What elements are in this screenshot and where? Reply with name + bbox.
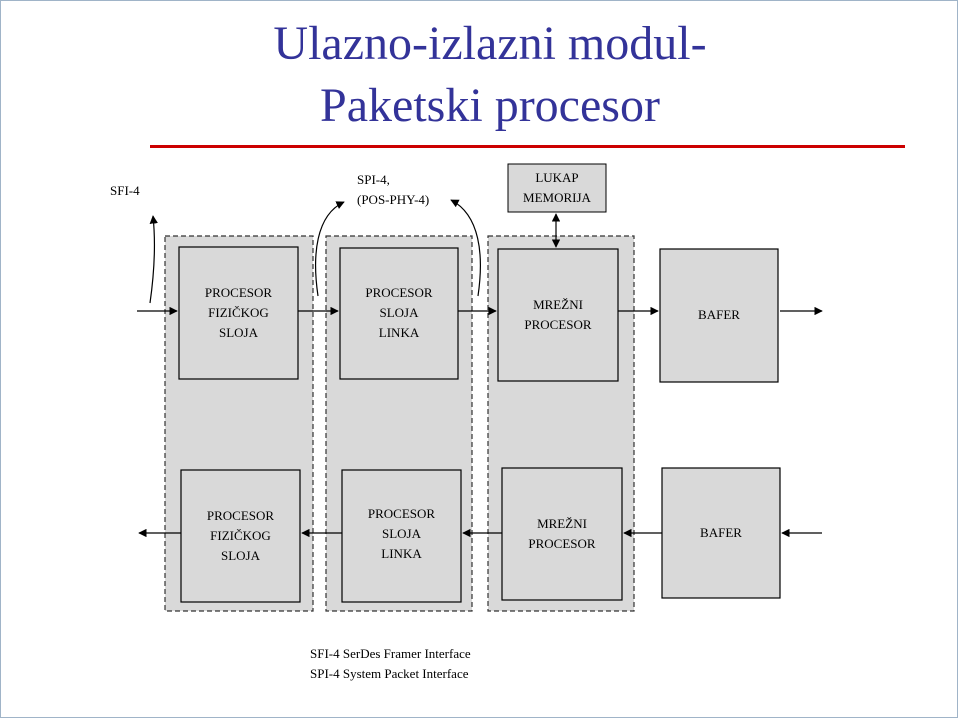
spi-interface-curve-left [315, 201, 345, 297]
top-link-processor-block [339, 247, 459, 380]
sfi-interface-label: SFI-4 [110, 183, 140, 198]
top-buffer-block [659, 248, 779, 383]
top-physical-processor-block [178, 246, 299, 380]
legend-sfi: SFI-4 SerDes Framer Interface [310, 646, 471, 661]
slide-title-line2: Paketski procesor [320, 79, 660, 132]
lookup-memory-label: LUKAP MEMORIJA [523, 170, 591, 205]
bottom-physical-processor-block [180, 469, 301, 603]
bottom-buffer-label: BAFER [700, 525, 742, 540]
bottom-network-processor-label: MREŽNI PROCESOR [528, 516, 596, 551]
top-buffer-label: BAFER [698, 307, 740, 322]
top-network-processor-block [497, 248, 619, 382]
slide-title-line1: Ulazno-izlazni modul- [273, 17, 707, 70]
sfi-interface-curve [149, 215, 158, 304]
top-link-processor-label: PROCESOR SLOJA LINKA [365, 285, 433, 340]
bottom-network-processor-block [501, 467, 623, 601]
spi-interface-curve-right [450, 199, 481, 297]
top-network-processor-label: MREŽNI PROCESOR [524, 297, 592, 332]
top-physical-processor-label: PROCESOR FIZIČKOG SLOJA [204, 285, 273, 340]
spi-interface-label-line1: SPI-4, [357, 172, 390, 187]
legend-spi: SPI-4 System Packet Interface [310, 666, 469, 681]
bottom-buffer-block [661, 467, 781, 599]
title-underline [150, 145, 905, 148]
lookup-memory-block [507, 163, 607, 213]
bottom-physical-processor-label: PROCESOR FIZIČKOG SLOJA [206, 508, 275, 563]
spi-interface-label-line2: (POS-PHY-4) [357, 192, 430, 207]
bottom-link-processor-block [341, 469, 462, 603]
bottom-link-processor-label: PROCESOR SLOJA LINKA [367, 506, 436, 561]
